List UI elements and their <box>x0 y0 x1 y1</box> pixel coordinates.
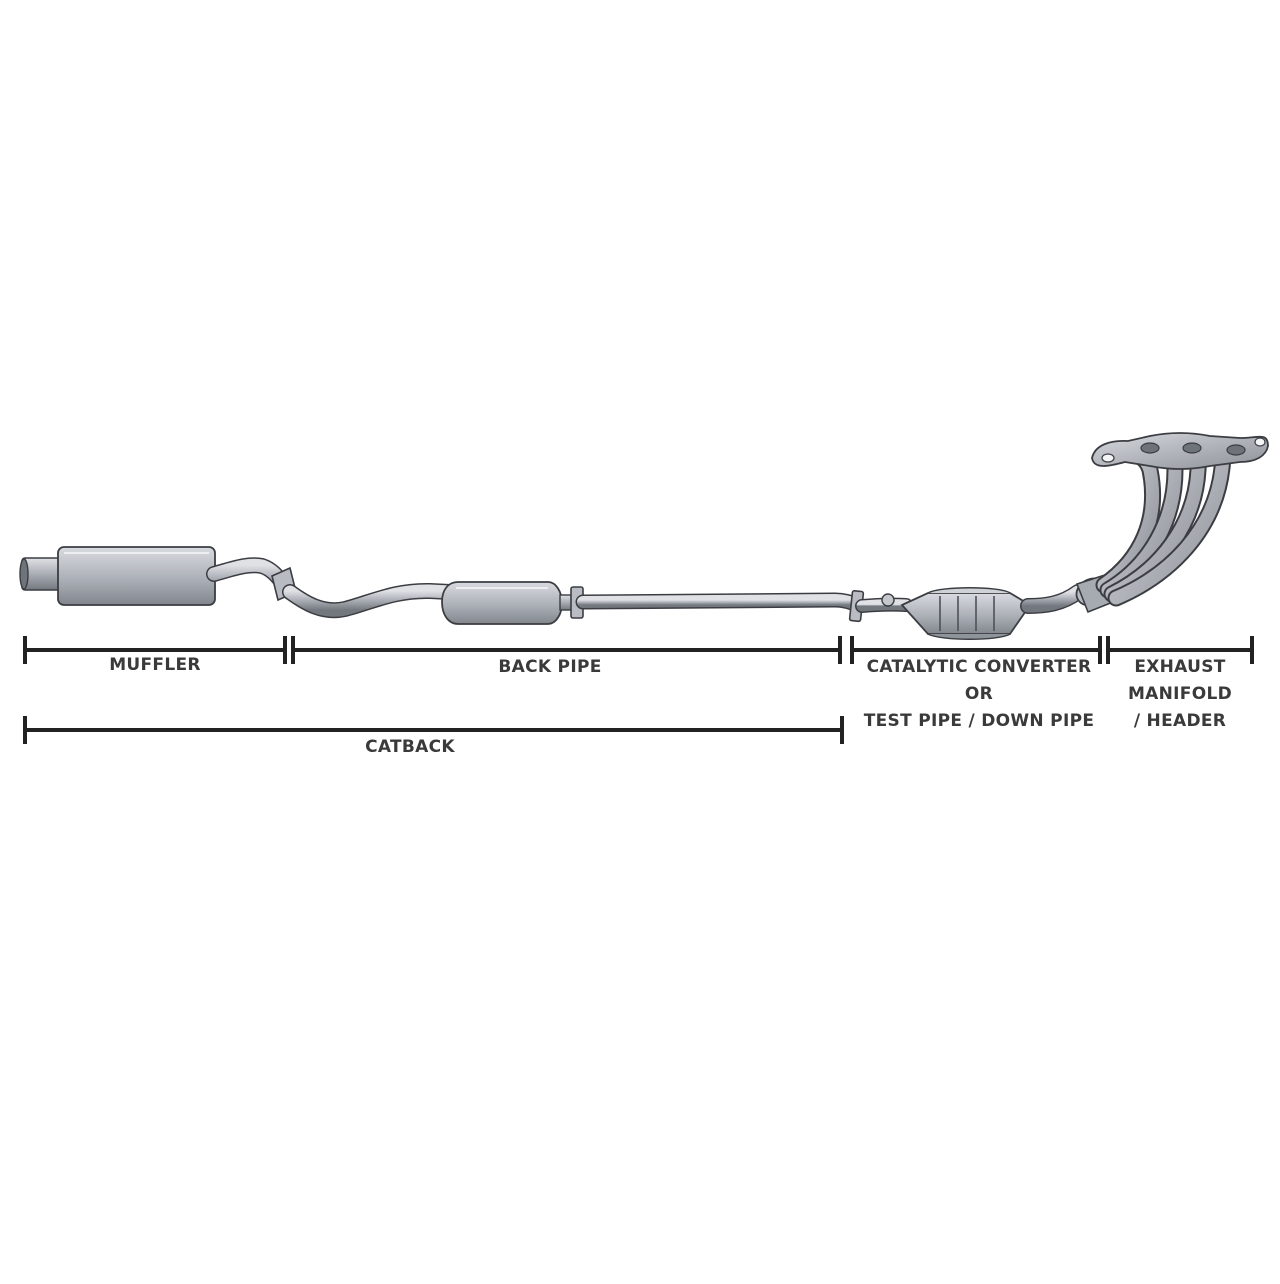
back-pipe-part <box>271 566 866 625</box>
dimension-line-catalytic <box>850 636 1102 664</box>
muffler-part <box>19 546 298 606</box>
dimension-line-muffler <box>23 636 287 664</box>
dimension-lines <box>23 636 1254 744</box>
catalytic-converter-part <box>855 584 1086 640</box>
dimension-line-catback <box>23 716 844 744</box>
label-muffler: MUFFLER <box>109 655 201 675</box>
label-back-pipe: BACK PIPE <box>498 657 602 677</box>
label-catalytic-converter: CATALYTIC CONVERTER OR TEST PIPE / DOWN … <box>863 657 1095 731</box>
dimension-line-exhaust <box>1106 636 1254 664</box>
dimension-line-back-pipe <box>291 636 842 664</box>
label-exhaust-manifold: EXHAUST MANIFOLD / HEADER <box>1127 657 1233 731</box>
exhaust-header-part <box>1075 432 1269 614</box>
label-catback: CATBACK <box>365 737 455 757</box>
